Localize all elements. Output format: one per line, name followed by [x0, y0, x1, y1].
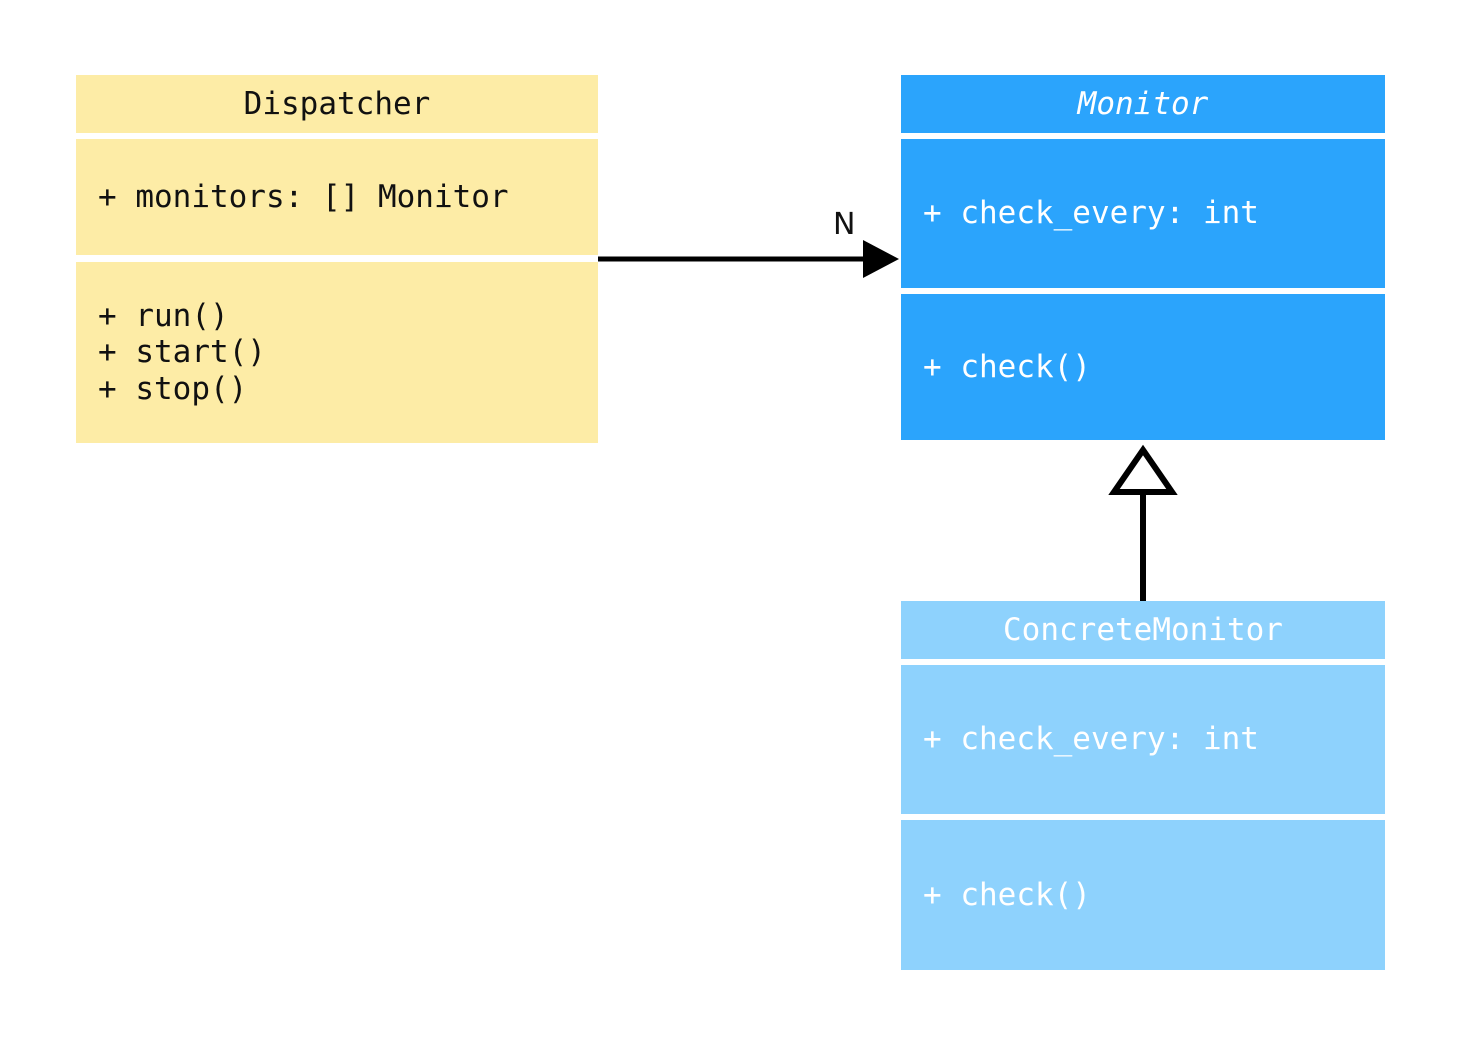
attribute-list-concrete-monitor: + check_every: int — [923, 721, 1259, 758]
generalization-hollow-triangle — [1108, 444, 1178, 495]
class-name-monitor: Monitor — [1077, 85, 1209, 122]
class-attributes-concrete-monitor: + check_every: int — [901, 665, 1385, 814]
multiplicity-label-n: N — [833, 207, 856, 242]
attribute-list-monitor: + check_every: int — [923, 195, 1259, 232]
compartment-separator — [901, 814, 1385, 820]
compartment-separator — [901, 133, 1385, 139]
compartment-separator — [76, 255, 598, 262]
attribute-list-dispatcher: + monitors: [] Monitor — [98, 178, 509, 215]
class-attributes-dispatcher: + monitors: [] Monitor — [76, 139, 598, 255]
class-methods-monitor: + check() — [901, 294, 1385, 440]
class-name-dispatcher: Dispatcher — [243, 85, 431, 122]
class-attributes-monitor: + check_every: int — [901, 139, 1385, 288]
method-list-concrete-monitor: + check() — [923, 876, 1091, 913]
method-list-monitor: + check() — [923, 348, 1091, 385]
association-dispatcher-monitor — [598, 240, 899, 278]
method-list-dispatcher: + run() + start() + stop() — [98, 297, 266, 407]
class-header-concrete-monitor: ConcreteMonitor — [901, 601, 1385, 659]
class-methods-dispatcher: + run() + start() + stop() — [76, 262, 598, 443]
compartment-separator — [901, 659, 1385, 665]
association-arrowhead — [863, 240, 899, 278]
class-box-monitor[interactable]: Monitor + check_every: int + check() — [901, 75, 1385, 440]
compartment-separator — [901, 288, 1385, 294]
class-box-concrete-monitor[interactable]: ConcreteMonitor + check_every: int + che… — [901, 601, 1385, 970]
class-methods-concrete-monitor: + check() — [901, 820, 1385, 970]
class-name-concrete-monitor: ConcreteMonitor — [1003, 611, 1283, 648]
compartment-separator — [76, 133, 598, 139]
class-header-monitor: Monitor — [901, 75, 1385, 133]
class-box-dispatcher[interactable]: Dispatcher + monitors: [] Monitor + run(… — [76, 75, 598, 443]
generalization-concrete-monitor-monitor — [1108, 444, 1178, 601]
class-header-dispatcher: Dispatcher — [76, 75, 598, 133]
